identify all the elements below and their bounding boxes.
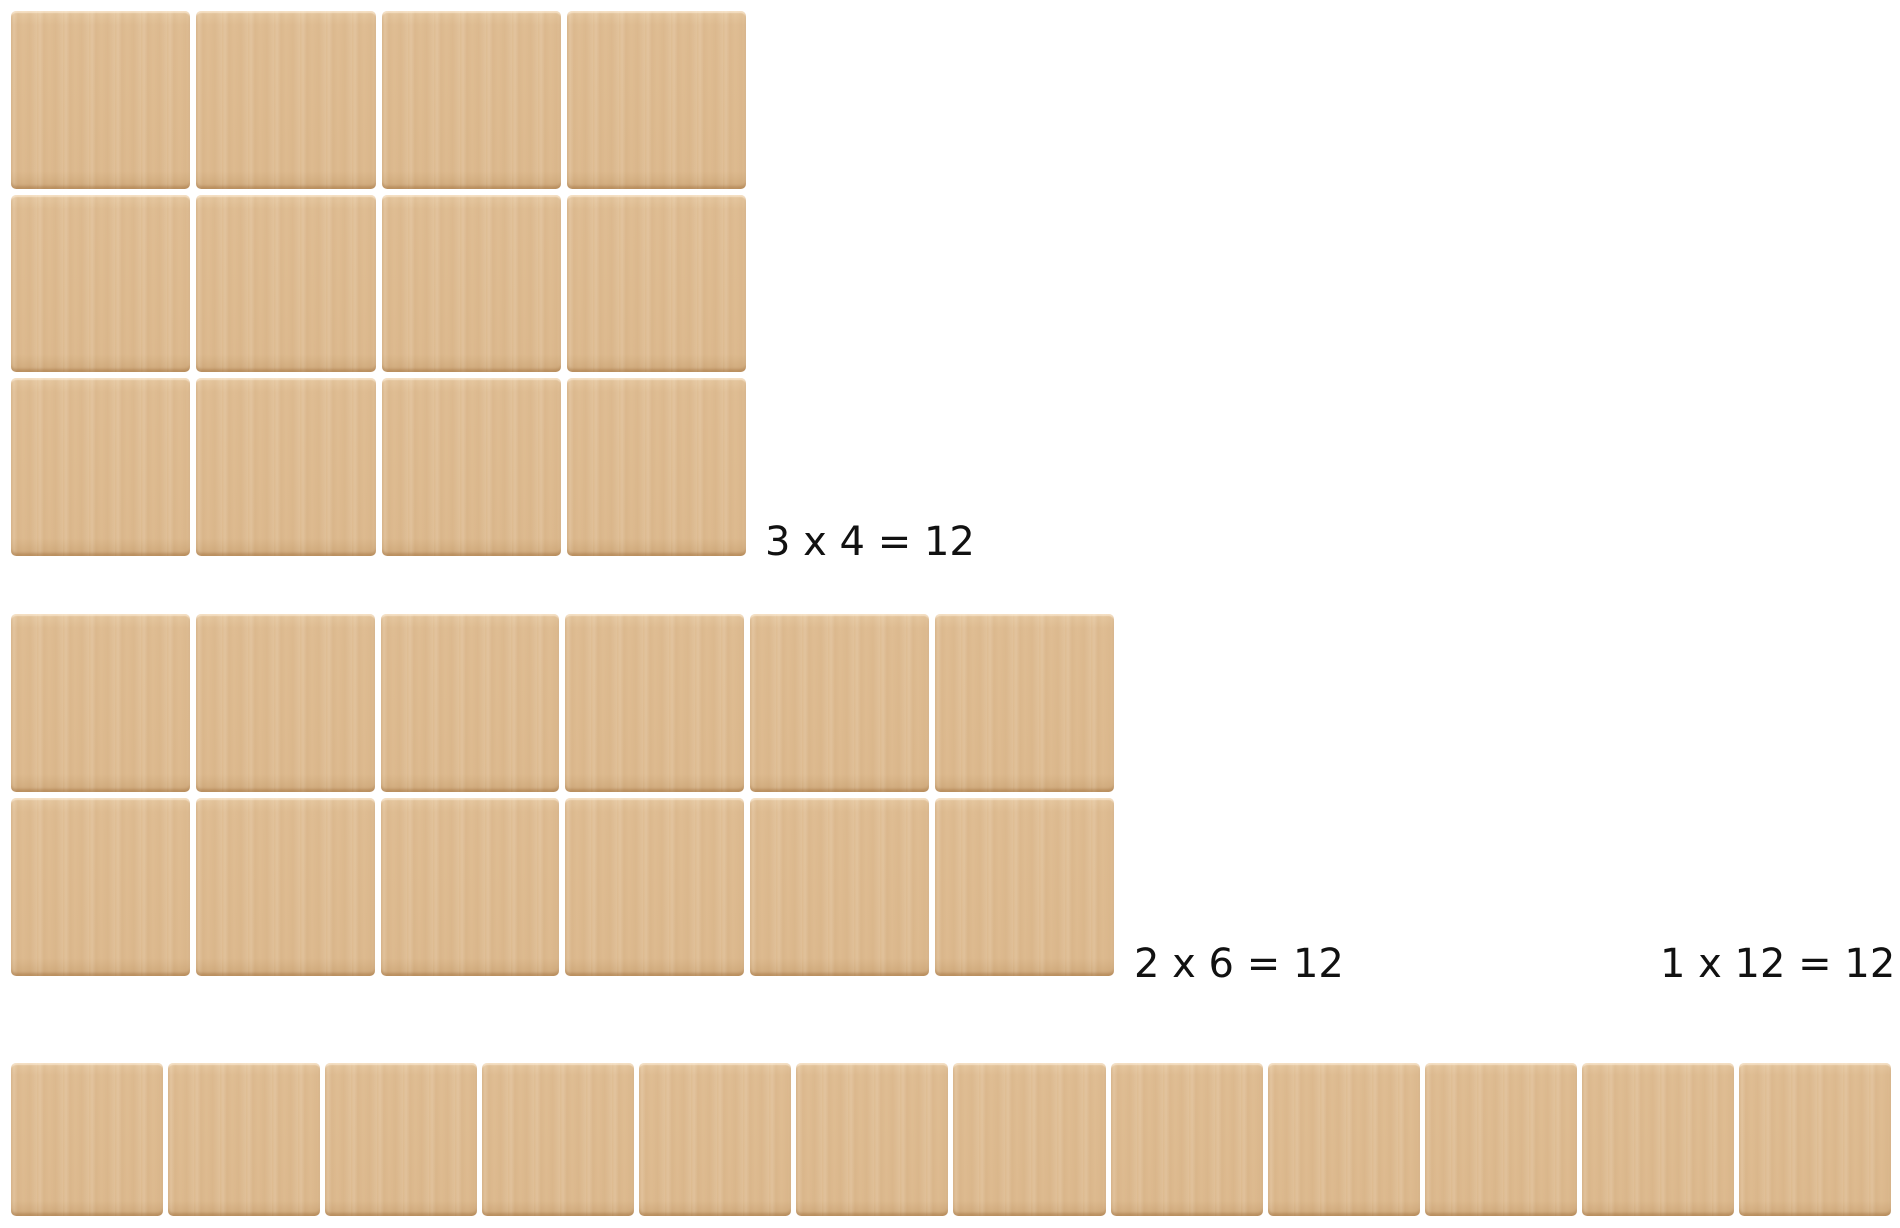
square-tile (482, 1063, 635, 1216)
square-tile (566, 378, 746, 556)
square-tile (1110, 1063, 1263, 1216)
square-tile (566, 194, 746, 373)
square-tile (381, 378, 561, 556)
square-tile (639, 1063, 792, 1216)
square-tile (935, 614, 1114, 792)
square-tile (325, 1063, 478, 1216)
tile-array-1-by-12 (11, 1063, 1891, 1216)
square-tile (195, 614, 375, 792)
square-tile (11, 378, 191, 556)
square-tile (11, 11, 191, 189)
square-tile (566, 11, 746, 189)
tile-array-3-by-4 (11, 11, 746, 556)
square-tile (565, 798, 745, 976)
square-tile (1424, 1063, 1577, 1216)
square-tile (953, 1063, 1106, 1216)
square-tile (935, 798, 1114, 976)
square-tile (750, 798, 930, 976)
square-tile (11, 1063, 164, 1216)
square-tile (11, 194, 191, 373)
square-tile (381, 194, 561, 373)
square-tile (750, 614, 930, 792)
square-tile (196, 378, 376, 556)
tile-array-2-by-6 (11, 614, 1114, 976)
square-tile (796, 1063, 949, 1216)
equation-2-by-6: 2 x 6 = 12 (1134, 941, 1344, 987)
square-tile (11, 798, 190, 976)
square-tile (565, 614, 745, 792)
square-tile (196, 194, 376, 373)
square-tile (380, 798, 560, 976)
equation-1-by-12: 1 x 12 = 12 (1660, 941, 1896, 987)
square-tile (1581, 1063, 1734, 1216)
equation-3-by-4: 3 x 4 = 12 (765, 519, 975, 565)
square-tile (380, 614, 560, 792)
square-tile (1267, 1063, 1420, 1216)
square-tile (1738, 1063, 1891, 1216)
square-tile (11, 614, 190, 792)
square-tile (196, 11, 376, 189)
square-tile (168, 1063, 321, 1216)
square-tile (381, 11, 561, 189)
square-tile (195, 798, 375, 976)
